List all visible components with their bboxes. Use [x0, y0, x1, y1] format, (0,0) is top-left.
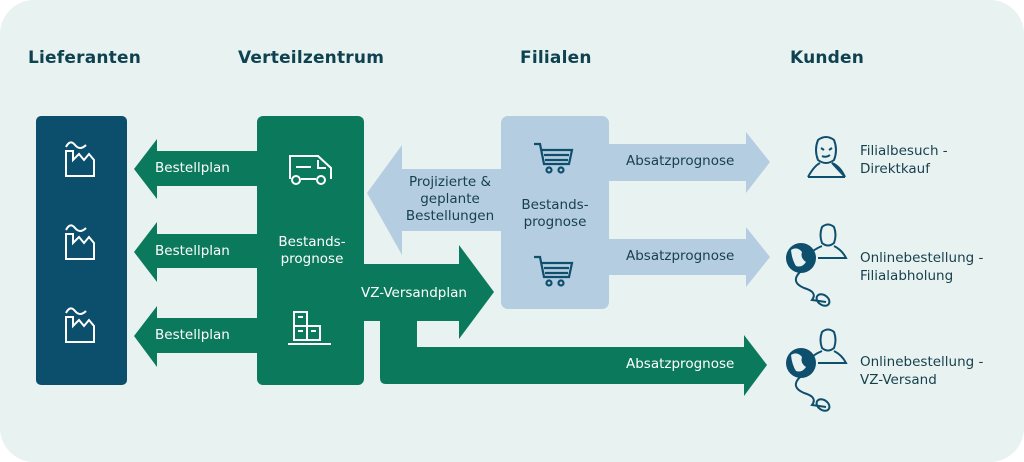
factory-icon: [65, 224, 95, 260]
column-title-distribution-center: Verteilzentrum: [238, 48, 385, 68]
sales-forecast-label-2: Absatzprognose: [626, 248, 735, 264]
dc-shipping-plan-arrow: [360, 245, 494, 339]
order-plan-label-2: Bestellplan: [155, 243, 230, 259]
sales-forecast-arrow-3: [380, 320, 767, 396]
shopping-cart-icon: [534, 255, 574, 287]
sales-forecast-arrow-2: [605, 227, 770, 287]
dc-inventory-forecast-line-2: prognose: [280, 251, 344, 267]
column-title-branches: Filialen: [520, 48, 592, 68]
customer-label-line-2: Filialabholung: [860, 268, 954, 284]
sales-forecast-label-1: Absatzprognose: [626, 153, 735, 169]
dc-inventory-forecast-label: Bestands- prognose: [272, 234, 352, 268]
dc-shipping-plan-label: VZ-Versandplan: [361, 285, 467, 301]
order-plan-arrow-2: [134, 222, 262, 282]
suppliers-block: [36, 116, 127, 385]
branch-inventory-forecast-line-1: Bestands-: [521, 197, 589, 213]
branch-inventory-forecast-label: Bestands- prognose: [511, 197, 599, 231]
boxes-icon: [288, 311, 331, 345]
customer-label-line-2: Direktkauf: [860, 161, 930, 177]
projected-orders-line-2: geplante: [420, 191, 480, 207]
order-plan-label-3: Bestellplan: [155, 327, 230, 343]
customer-direct-purchase: Filialbesuch - Direktkauf: [860, 142, 948, 178]
sales-forecast-label-3: Absatzprognose: [626, 356, 735, 372]
order-plan-arrow-1: [134, 139, 262, 199]
projected-orders-line-3: Bestellungen: [405, 208, 495, 224]
factory-icon: [65, 141, 95, 177]
customer-online-branch-pickup: Onlinebestellung - Filialabholung: [860, 249, 983, 285]
customer-label-line-2: VZ-Versand: [860, 372, 937, 388]
person-globe-mouse-icon: [786, 328, 848, 412]
person-icon: [807, 136, 846, 178]
sales-forecast-arrow-1: [605, 132, 770, 193]
order-plan-label-1: Bestellplan: [155, 160, 230, 176]
order-plan-arrow-3: [134, 306, 262, 367]
projected-orders-label: Projizierte & geplante Bestellungen: [398, 174, 502, 225]
column-title-customers: Kunden: [790, 48, 865, 68]
truck-icon: [289, 155, 332, 185]
branch-inventory-forecast-line-2: prognose: [523, 214, 587, 230]
shopping-cart-icon: [534, 142, 574, 174]
dc-inventory-forecast-line-1: Bestands-: [278, 234, 346, 250]
projected-orders-arrow: [367, 145, 505, 255]
distribution-center-block: [257, 116, 364, 385]
customer-label-line-1: Onlinebestellung -: [860, 354, 984, 370]
column-title-suppliers: Lieferanten: [28, 48, 142, 68]
person-globe-mouse-icon: [786, 223, 848, 307]
customer-label-line-1: Onlinebestellung -: [860, 250, 984, 266]
customer-label-line-1: Filialbesuch -: [860, 143, 948, 159]
projected-orders-line-1: Projizierte &: [408, 174, 492, 190]
customer-online-dc-shipping: Onlinebestellung - VZ-Versand: [860, 353, 983, 389]
branches-block: [501, 116, 609, 309]
factory-icon: [65, 307, 95, 343]
